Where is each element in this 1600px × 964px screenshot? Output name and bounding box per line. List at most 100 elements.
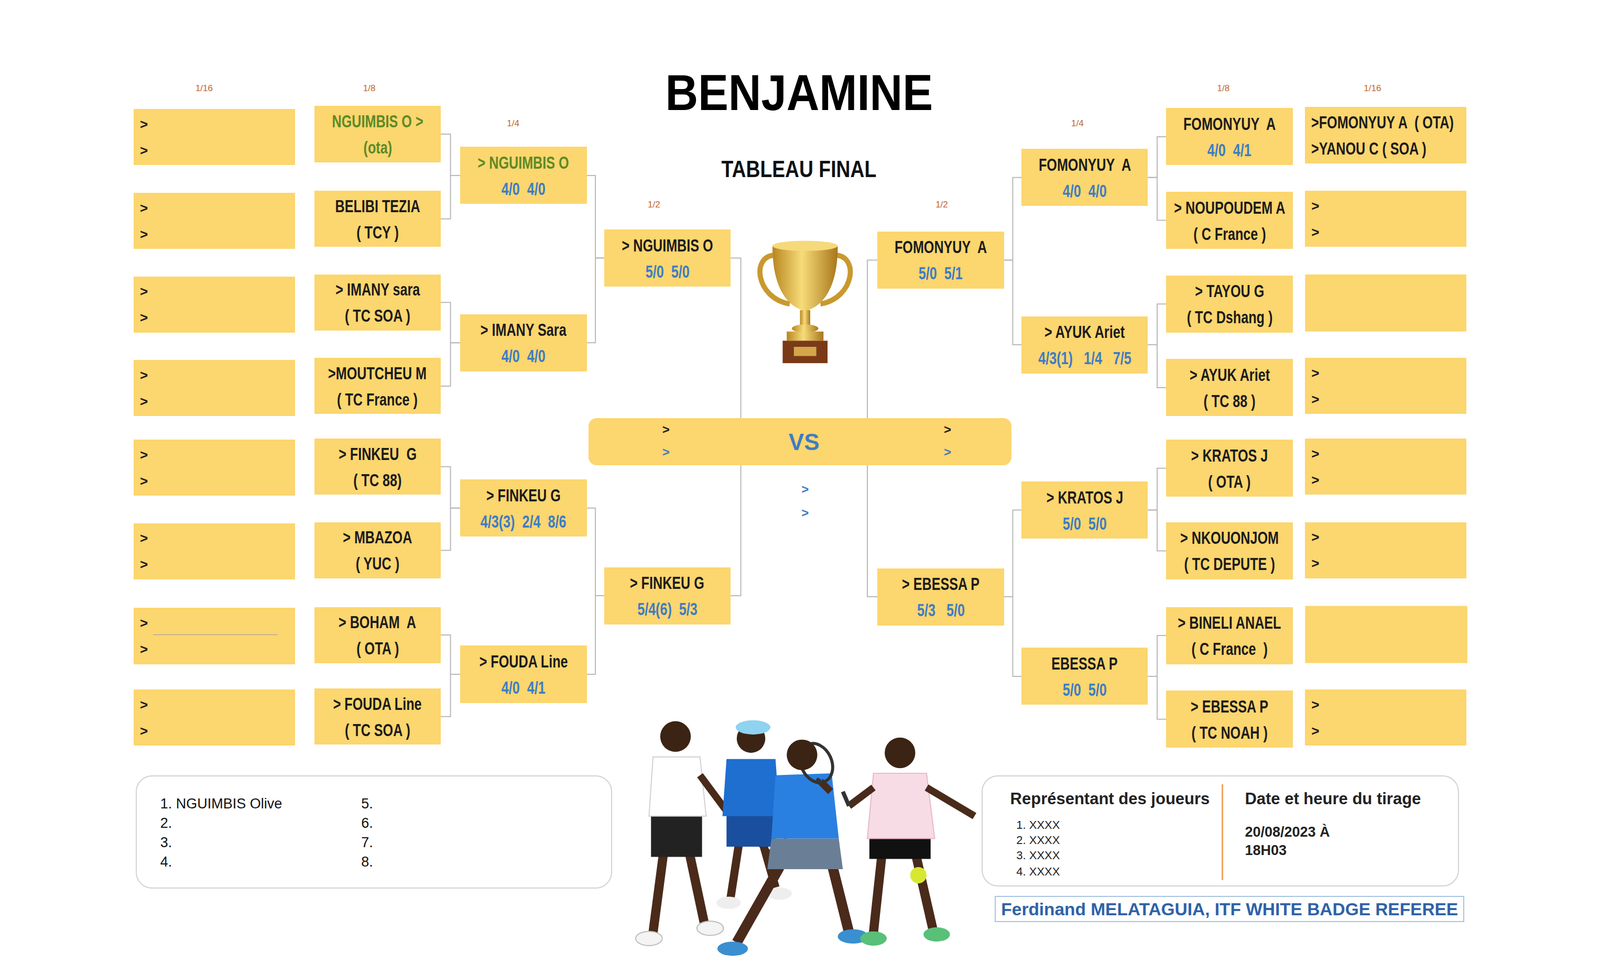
panel-text: 3. xyxy=(160,833,173,853)
box-text: > xyxy=(139,221,148,248)
round-label: 1/16 xyxy=(1363,83,1381,94)
panel-text: > xyxy=(662,421,670,438)
round-label: 1/2 xyxy=(935,199,949,211)
match-box: > KRATOS J5/0 5/0 xyxy=(1021,481,1148,539)
kids-figure xyxy=(660,721,691,753)
bracket-line xyxy=(730,465,741,596)
box-text: 4/3(3) 2/4 8/6 xyxy=(480,508,567,535)
box-text: > NOUPOUDEM A xyxy=(1173,194,1286,221)
player-box: > MBAZOA( YUC ) xyxy=(314,522,441,579)
entry-slot: >> xyxy=(133,109,296,166)
player-box: > TAYOU G( TC Dshang ) xyxy=(1166,275,1293,333)
bracket-line xyxy=(1147,303,1167,345)
box-text: (ota) xyxy=(363,134,393,161)
round-label: 1/4 xyxy=(506,118,520,129)
divider-line xyxy=(1221,784,1224,881)
box-text: ( TC NOAH ) xyxy=(1191,719,1268,746)
box-text: 4/0 4/0 xyxy=(1062,177,1107,204)
kids-figure xyxy=(736,867,780,943)
box-text: >FOMONYUY A ( OTA) xyxy=(1311,109,1454,136)
box-text: ( TC France ) xyxy=(337,386,419,413)
bracket-line xyxy=(1147,635,1167,677)
match-box: FOMONYUY A4/0 4/0 xyxy=(1021,148,1148,206)
box-text: > FOUDA Line xyxy=(333,690,422,717)
player-box: > IMANY sara( TC SOA ) xyxy=(314,274,441,331)
player-box: > KRATOS J( OTA ) xyxy=(1166,439,1293,497)
box-text: > KRATOS J xyxy=(1191,442,1269,469)
box-text: > BOHAM A xyxy=(338,608,417,636)
kids-figure xyxy=(697,921,724,936)
trophy xyxy=(786,331,824,342)
bracket-line xyxy=(440,635,461,675)
match-box: > AYUK Ariet4/3(1) 1/4 7/5 xyxy=(1021,316,1148,374)
panel-text: 8. xyxy=(361,853,374,872)
panel-text: > xyxy=(662,443,670,461)
box-text: 5/3 5/0 xyxy=(917,596,965,624)
panel-text: 1. XXXX xyxy=(1016,818,1060,834)
panel-text: 2. xyxy=(160,814,173,833)
entry-slot: >> xyxy=(133,276,296,333)
box-text: > xyxy=(1311,524,1320,551)
box-text: > xyxy=(139,467,148,495)
box-text: 4/0 4/0 xyxy=(501,175,546,202)
box-text: ( TC SOA ) xyxy=(344,716,411,744)
box-text: > NGUIMBIS O xyxy=(477,149,570,176)
box-text: > EBESSA P xyxy=(901,570,980,597)
box-text: > xyxy=(139,278,148,305)
box-text: > xyxy=(1311,550,1320,577)
trophy xyxy=(791,324,819,333)
panel-text: 7. xyxy=(361,833,374,853)
box-text: > FINKEU G xyxy=(486,482,561,509)
bracket-line xyxy=(440,175,461,220)
player-box: > FINKEU G( TC 88) xyxy=(314,438,441,495)
bracket-line xyxy=(1147,136,1167,178)
box-text: > IMANY sara xyxy=(335,276,420,303)
bracket-line xyxy=(867,259,878,419)
box-text: FOMONYUY A xyxy=(894,233,987,260)
kids-figure xyxy=(730,844,739,898)
box-text: > xyxy=(139,610,148,637)
kids-figure xyxy=(726,814,776,847)
kids-figure xyxy=(767,838,843,869)
bracket-line xyxy=(1004,596,1022,677)
box-text: > FOUDA Line xyxy=(479,648,568,675)
box-text: > xyxy=(139,304,148,331)
player-box: > EBESSA P( TC NOAH ) xyxy=(1166,690,1293,748)
winner-slot: > xyxy=(801,505,809,521)
box-text: 4/0 4/1 xyxy=(1207,136,1252,163)
box-text: ( TC 88) xyxy=(353,466,402,494)
final-box: >>VS>> xyxy=(588,418,1011,466)
kids-figure xyxy=(648,757,706,817)
box-text: > FINKEU G xyxy=(629,569,705,596)
box-text: > AYUK Ariet xyxy=(1189,361,1270,388)
match-box: > EBESSA P5/3 5/0 xyxy=(877,568,1004,626)
panel-text: Représentant des joueurs xyxy=(1010,788,1211,810)
bracket-line xyxy=(1147,676,1167,720)
box-text: > xyxy=(1311,691,1320,718)
entry-slot: >> xyxy=(1304,438,1467,495)
player-box: > NOUPOUDEM A( C France ) xyxy=(1166,191,1293,249)
empty-slot xyxy=(1304,606,1468,664)
round-label: 1/8 xyxy=(1217,83,1231,94)
kids-figure xyxy=(689,855,704,923)
box-text: ( OTA ) xyxy=(1208,468,1251,495)
kids-figure xyxy=(842,791,850,807)
box-text: > EBESSA P xyxy=(1190,693,1269,720)
entry-slot: >> xyxy=(1304,689,1467,746)
box-text: > xyxy=(1311,440,1320,467)
box-text: >MOUTCHEU M xyxy=(328,360,427,387)
kids-figure xyxy=(722,759,780,817)
match-box: FOMONYUY A5/0 5/1 xyxy=(877,231,1004,289)
bracket-line xyxy=(440,342,461,387)
kids-figure xyxy=(652,855,663,933)
box-text: > xyxy=(139,441,148,468)
kids-figure xyxy=(860,931,887,946)
kids-figure xyxy=(786,739,818,771)
match-box: > FINKEU G4/3(3) 2/4 8/6 xyxy=(460,479,587,537)
round-label: 1/2 xyxy=(647,199,661,211)
kids-figure xyxy=(873,857,883,933)
match-box: > FOUDA Line4/0 4/1 xyxy=(460,645,587,703)
match-box: EBESSA P5/0 5/0 xyxy=(1021,647,1148,705)
bracket-line xyxy=(440,302,461,343)
panel-text: 4. XXXX xyxy=(1016,864,1060,880)
